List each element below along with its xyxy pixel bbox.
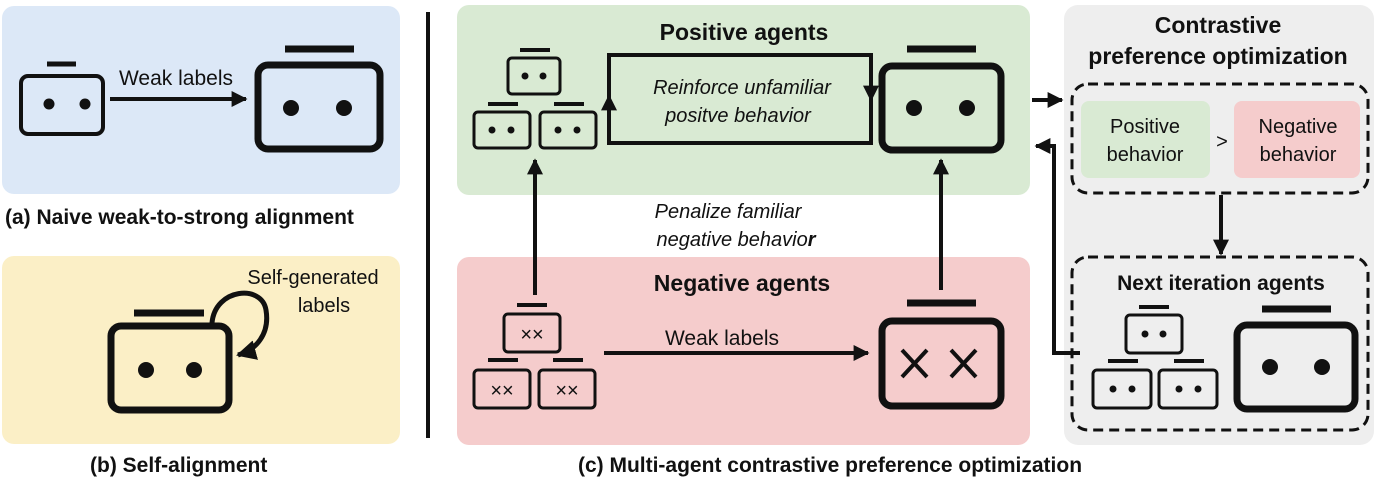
labels-text: labels: [298, 295, 350, 317]
weak-agent-icon: [19, 61, 105, 136]
penalize-text-line1: Penalize familiar: [655, 201, 803, 223]
caption-a: (a) Naive weak-to-strong alignment: [5, 206, 354, 229]
next-iteration-pyramid-icon: [1091, 305, 1219, 410]
feedback-arrow: [1034, 138, 1080, 355]
svg-text:××: ××: [520, 324, 543, 346]
reinforce-text-line2: positve behavior: [664, 105, 812, 127]
cpo-title-line1: Contrastive: [1155, 12, 1282, 38]
next-iteration-title: Next iteration agents: [1117, 272, 1325, 295]
self-loop-arrow: [209, 290, 270, 360]
strong-agent-icon: [254, 45, 384, 153]
penalize-text-main: negative behavio: [656, 229, 807, 251]
svg-text:××: ××: [555, 380, 578, 402]
penalize-text-bold-r: r: [808, 229, 817, 251]
weak-labels-text: Weak labels: [119, 67, 233, 90]
negative-behavior-line2: behavior: [1260, 144, 1337, 166]
negative-strong-agent-icon: [878, 299, 1005, 410]
caption-c: (c) Multi-agent contrastive preference o…: [578, 454, 1082, 477]
cpo-dashed-box: [1070, 82, 1370, 195]
positive-strong-agent-icon: [878, 45, 1005, 154]
cpo-title-line2: preference optimization: [1088, 43, 1347, 69]
positive-behavior-line2: behavior: [1107, 144, 1184, 166]
positive-behavior-line1: Positive: [1110, 116, 1180, 138]
comparator-symbol: >: [1216, 131, 1228, 153]
positive-behavior-box: [1081, 101, 1210, 178]
negative-behavior-box: [1234, 101, 1360, 178]
next-iteration-strong-agent-icon: [1233, 305, 1359, 413]
negative-behavior-line1: Negative: [1259, 116, 1338, 138]
positive-agents-title: Positive agents: [660, 19, 829, 45]
negative-agents-pyramid-icon: ×× ×× ××: [472, 303, 597, 410]
positive-agents-pyramid-icon: [472, 48, 598, 150]
penalize-text-line2: negative behavior: [656, 229, 816, 251]
negative-weak-labels-text: Weak labels: [665, 327, 779, 350]
self-generated-text: Self-generated: [247, 267, 378, 289]
next-iteration-dashed-box: [1070, 255, 1370, 432]
svg-text:××: ××: [490, 380, 513, 402]
reinforce-text-line1: Reinforce unfamiliar: [653, 77, 832, 99]
negative-agents-title: Negative agents: [654, 270, 830, 296]
panel-b-background: [2, 256, 400, 444]
self-align-agent-icon: [107, 309, 233, 414]
caption-b: (b) Self-alignment: [90, 454, 267, 477]
